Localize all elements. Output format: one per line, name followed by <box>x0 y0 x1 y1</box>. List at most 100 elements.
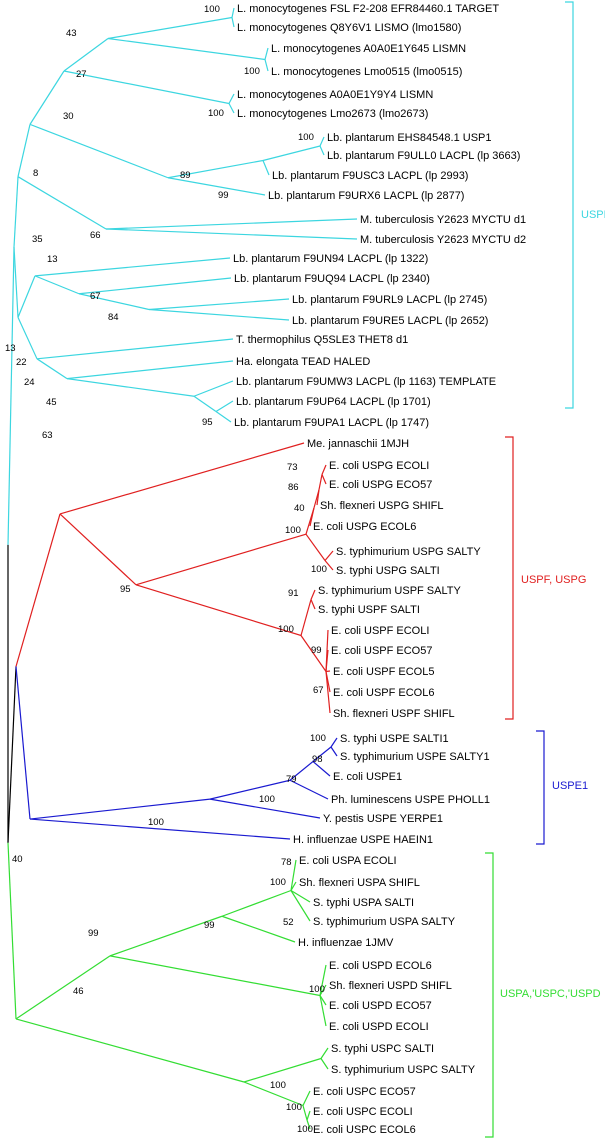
bootstrap-value: 40 <box>12 854 23 865</box>
bootstrap-value: 100 <box>148 817 164 828</box>
tree-branch-43 <box>15 513 61 667</box>
bootstrap-value: 89 <box>180 170 191 181</box>
tree-branch-64 <box>325 670 331 673</box>
leaf-label: E. coli USPD ECOLI <box>329 1021 429 1033</box>
tree-branch-23 <box>105 228 358 240</box>
tree-branch-97 <box>302 1090 311 1106</box>
tree-branch-67 <box>15 666 31 820</box>
leaf-label: Ph. luminescens USPE PHOLL1 <box>331 794 490 806</box>
tree-branch-60 <box>310 599 316 610</box>
tree-branch-55 <box>324 550 334 561</box>
tree-branch-37 <box>193 380 234 397</box>
leaf-label: M. tuberculosis Y2623 MYCTU d2 <box>360 234 526 246</box>
group-label-uspf-uspg: USPF, USPG <box>521 574 586 586</box>
tree-branch-24 <box>13 246 19 318</box>
leaf-label: T. thermophilus Q5SLE3 THET8 d1 <box>236 334 408 346</box>
tree-branch-22 <box>105 218 358 230</box>
tree-branch-28 <box>78 277 232 295</box>
leaf-labels: L. monocytogenes FSL F2-208 EFR84460.1 T… <box>233 3 526 1136</box>
tree-branch-15 <box>167 159 264 179</box>
tree-branch-88 <box>319 964 327 996</box>
tree-branch-33 <box>36 338 234 360</box>
leaf-label: H. influenzae 1JMV <box>298 937 394 949</box>
bootstrap-value: 100 <box>204 4 220 15</box>
leaf-label: E. coli USPA ECOLI <box>299 855 397 867</box>
tree-branch-54 <box>305 533 326 561</box>
group-label-uspl: USPL <box>581 209 605 221</box>
tree-branch-27 <box>34 275 80 295</box>
tree-branch-38 <box>193 395 217 412</box>
tree-branch-36 <box>66 378 195 397</box>
leaf-label: Lb. plantarum F9URX6 LACPL (lp 2877) <box>268 190 464 202</box>
bootstrap-value: 100 <box>309 984 325 995</box>
leaf-label: Lb. plantarum F9UP64 LACPL (lp 1701) <box>236 396 431 408</box>
bootstrap-value: 78 <box>281 857 292 868</box>
tree-branch-45 <box>59 513 137 586</box>
leaf-label: Lb. plantarum F9USC3 LACPL (lp 2993) <box>272 170 468 182</box>
bootstrap-value: 95 <box>202 417 213 428</box>
tree-branch-11 <box>63 70 230 105</box>
tree-branch-39 <box>215 400 234 413</box>
bootstrap-value: 98 <box>312 754 323 765</box>
tree-branch-83 <box>290 881 297 891</box>
tree-branch-82 <box>290 859 297 891</box>
tree-branch-87 <box>109 955 321 997</box>
bracket-uspe1 <box>536 730 545 845</box>
leaf-label: E. coli USPC ECOLI <box>313 1106 413 1118</box>
tree-branch-6 <box>231 7 235 18</box>
leaf-label: S. typhi USPF SALTI <box>318 604 420 616</box>
tree-branch-3 <box>29 70 65 125</box>
leaf-label: E. coli USPF ECOL5 <box>333 666 434 678</box>
tree-branch-99 <box>306 1110 311 1121</box>
tree-branch-31 <box>148 308 290 321</box>
bracket-uspf-uspg <box>505 436 514 720</box>
tree-branch-7 <box>231 17 235 28</box>
leaf-label: Sh. flexneri USPF SHIFL <box>333 708 455 720</box>
tree-branch-69 <box>209 779 291 800</box>
leaf-label: S. typhi USPA SALTI <box>313 897 414 909</box>
tree-branch-78 <box>7 842 17 1019</box>
leaf-label: Lb. plantarum EHS84548.1 USP1 <box>327 132 492 144</box>
leaf-label: E. coli USPG ECOL6 <box>313 521 416 533</box>
tree-branch-56 <box>324 560 334 571</box>
tree-branch-96 <box>243 1081 304 1107</box>
tree-branch-91 <box>319 995 327 1027</box>
tree-branch-14 <box>29 123 169 179</box>
group-label-uspa-uspc-uspd: USPA,'USPC,'USPD <box>500 988 601 1000</box>
bootstrap-value: 43 <box>66 28 77 39</box>
leaf-label: E. coli USPE1 <box>333 771 402 783</box>
leaf-label: M. tuberculosis Y2623 MYCTU d1 <box>360 214 526 226</box>
tree-branch-53 <box>309 507 315 527</box>
leaf-label: Me. jannaschii 1MJH <box>307 438 409 450</box>
tree-branch-76 <box>209 798 321 819</box>
tree-branch-1 <box>13 176 19 248</box>
tree-branch-52 <box>316 489 320 506</box>
leaf-label: E. coli USPF ECO57 <box>331 645 432 657</box>
leaf-label: E. coli USPC ECO57 <box>313 1086 416 1098</box>
bootstrap-value: 30 <box>63 111 74 122</box>
tree-branch-100 <box>306 1119 311 1130</box>
tree-branch-59 <box>310 589 316 600</box>
tree-branch-44 <box>59 442 305 515</box>
leaf-label: Sh. flexneri USPD SHIFL <box>329 980 452 992</box>
tree-branch-86 <box>221 915 296 943</box>
bootstrap-value: 100 <box>278 624 294 635</box>
tree-branch-95 <box>320 1058 329 1070</box>
bracket-uspa-uspc-uspd <box>485 852 494 1138</box>
bootstrap-value: 67 <box>313 685 324 696</box>
bootstrap-value: 13 <box>5 343 16 354</box>
bootstrap-value: 100 <box>244 66 260 77</box>
tree-branch-29 <box>78 293 150 311</box>
tree-branch-63 <box>325 649 329 672</box>
leaf-label: E. coli USPF ECOL6 <box>333 687 434 699</box>
bootstrap-value: 99 <box>204 920 215 931</box>
bootstrap-value: 100 <box>286 1102 302 1113</box>
bootstrap-value: 27 <box>76 69 87 80</box>
bootstrap-value: 8 <box>33 168 38 179</box>
leaf-label: L. monocytogenes Q8Y6V1 LISMO (lmo1580) <box>237 22 461 34</box>
leaf-label: Ha. elongata TEAD HALED <box>236 356 370 368</box>
leaf-label: S. typhi USPE SALTI1 <box>340 733 449 745</box>
tree-branch-90 <box>319 995 327 1006</box>
tree-branch-46 <box>135 533 307 586</box>
